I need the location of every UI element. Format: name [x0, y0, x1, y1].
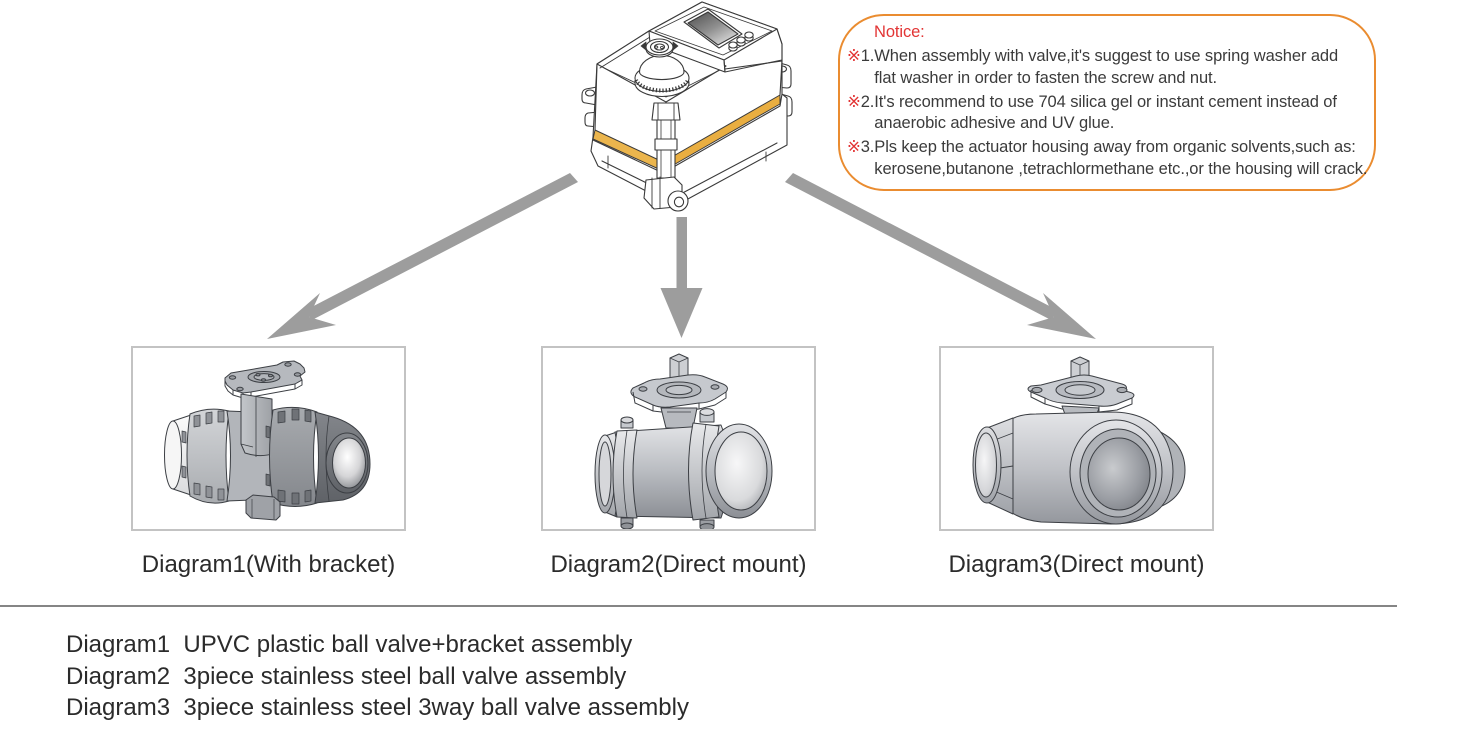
diagram2-label: Diagram2(Direct mount): [550, 551, 807, 578]
notice-item-1-text: When assembly with valve,it's suggest to…: [874, 47, 1339, 87]
legend: Diagram1 UPVC plastic ball valve+bracket…: [66, 629, 689, 724]
legend-row-1: Diagram1 UPVC plastic ball valve+bracket…: [66, 631, 633, 658]
legend-row-2: Diagram2 3piece stainless steel ball val…: [66, 662, 627, 690]
notice-item-3-text: Pls keep the actuator housing away from …: [874, 138, 1368, 178]
notice-item-2-number: 2.: [860, 92, 875, 111]
actuator-illustration: [578, 0, 798, 222]
notice-box: Notice: ※1.When assembly with valve,it's…: [838, 14, 1376, 191]
notice-item-2: ※2.It's recommend to use 704 silica gel …: [847, 92, 1368, 135]
reference-mark-3: ※: [847, 138, 861, 156]
notice-item-1-number: 1.: [860, 47, 875, 65]
separator-line: [0, 605, 1397, 607]
arrow-to-diagram3: [785, 173, 1096, 339]
diagram2-box: [541, 346, 816, 531]
diagram1-box: [131, 346, 406, 531]
ss-valve-drawing: [594, 353, 773, 529]
ss-3way-valve-drawing: [972, 356, 1186, 525]
notice-item-3-number: 3.: [860, 138, 875, 156]
actuator-drawing: [581, 1, 793, 212]
diagram1-label: Diagram1(With bracket): [141, 551, 396, 578]
arrow-to-diagram2: [660, 217, 703, 338]
diagram3-box: [939, 346, 1214, 531]
reference-mark-1: ※: [847, 47, 861, 65]
diagram3-label: Diagram3(Direct mount): [948, 551, 1205, 578]
notice-title: Notice:: [874, 23, 925, 41]
upvc-valve-drawing: [164, 360, 371, 521]
notice-item-1: ※1.When assembly with valve,it's suggest…: [847, 46, 1368, 89]
reference-mark-2: ※: [847, 92, 861, 111]
notice-item-2-text: It's recommend to use 704 silica gel or …: [874, 92, 1337, 133]
legend-row-3: Diagram3 3piece stainless steel 3way bal…: [66, 694, 689, 722]
notice-item-3: ※3.Pls keep the actuator housing away fr…: [847, 137, 1368, 180]
arrow-to-diagram1: [267, 173, 578, 339]
